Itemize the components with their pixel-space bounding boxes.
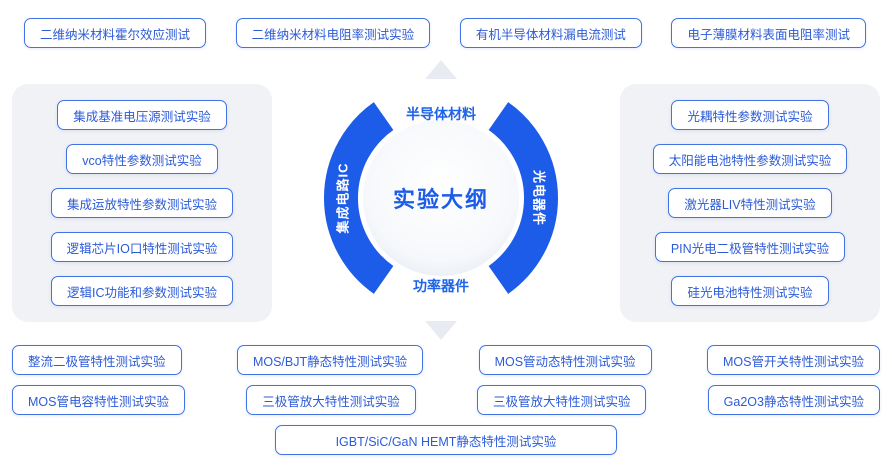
topic-box: 太阳能电池特性参数测试实验 (652, 144, 848, 174)
topic-label: 二维纳米材料电阻率测试实验 (251, 27, 415, 42)
center-title: 实验大纲 (392, 187, 490, 212)
topic-label: 逻辑芯片IO口特性测试实验 (66, 241, 218, 256)
topic-label: 二维纳米材料霍尔效应测试 (40, 27, 191, 42)
bottom-row-2: MOS管电容特性测试实验 三极管放大特性测试实验 三极管放大特性测试实验 Ga2… (12, 385, 880, 415)
topic-label: 整流二极管特性测试实验 (28, 354, 166, 369)
topic-box: MOS管开关特性测试实验 (706, 345, 880, 375)
topic-label: 电子薄膜材料表面电阻率测试 (687, 27, 850, 42)
topic-box: 集成基准电压源测试实验 (57, 100, 227, 130)
topic-box: 三极管放大特性测试实验 (246, 385, 416, 415)
topic-box: 有机半导体材料漏电流测试 (459, 18, 642, 48)
topic-label: 三极管放大特性测试实验 (262, 394, 400, 409)
topic-label: 太阳能电池特性参数测试实验 (668, 153, 832, 168)
topic-box: MOS管动态特性测试实验 (478, 345, 652, 375)
topic-label: 集成运放特性参数测试实验 (66, 197, 217, 212)
category-integrated-circuit: 集成电路IC (335, 162, 351, 234)
topic-box: PIN光电二极管特性测试实验 (654, 232, 846, 262)
topic-box: Ga2O3静态特性测试实验 (707, 385, 880, 415)
topic-box: MOS/BJT静态特性测试实验 (236, 345, 424, 375)
topic-label: MOS管开关特性测试实验 (722, 354, 864, 369)
category-power-devices: 功率器件 (413, 278, 469, 294)
topic-box: vco特性参数测试实验 (66, 144, 218, 174)
arrow-down-icon (425, 321, 457, 340)
topic-box: 光耦特性参数测试实验 (671, 100, 829, 130)
category-semiconductor-materials: 半导体材料 (406, 106, 476, 122)
center-hub: 半导体材料 集成电路IC 光电器件 功率器件 实验大纲 (321, 78, 561, 318)
topic-label: 集成基准电压源测试实验 (73, 109, 211, 124)
hub-inner-disc (363, 120, 519, 276)
topic-box: 三极管放大特性测试实验 (476, 385, 647, 415)
topic-label: 光耦特性参数测试实验 (687, 109, 813, 124)
topic-box: 电子薄膜材料表面电阻率测试 (671, 18, 866, 48)
topic-box: 激光器LIV特性测试实验 (668, 188, 832, 218)
arrow-up-icon (425, 60, 457, 79)
topic-label: PIN光电二极管特性测试实验 (670, 241, 830, 256)
topic-box: 逻辑IC功能和参数测试实验 (50, 276, 233, 306)
topic-label: Ga2O3静态特性测试实验 (723, 394, 864, 409)
topic-label: MOS管电容特性测试实验 (28, 394, 169, 409)
topic-box: MOS管电容特性测试实验 (12, 385, 185, 415)
topic-box: IGBT/SiC/GaN HEMT静态特性测试实验 (274, 425, 618, 455)
category-optoelectronic-devices: 光电器件 (531, 169, 547, 227)
topic-box: 逻辑芯片IO口特性测试实验 (50, 232, 234, 262)
topic-box: 二维纳米材料霍尔效应测试 (24, 18, 207, 48)
topic-box: 二维纳米材料电阻率测试实验 (235, 18, 431, 48)
right-arc (488, 102, 559, 294)
topic-label: MOS管动态特性测试实验 (494, 354, 636, 369)
topic-label: 激光器LIV特性测试实验 (684, 197, 816, 212)
topic-box: 集成运放特性参数测试实验 (50, 188, 233, 218)
topic-label: MOS/BJT静态特性测试实验 (252, 354, 408, 369)
topic-box: 整流二极管特性测试实验 (12, 345, 182, 375)
bottom-row-1: 整流二极管特性测试实验 MOS/BJT静态特性测试实验 MOS管动态特性测试实验… (12, 345, 880, 375)
topic-label: vco特性参数测试实验 (82, 153, 202, 168)
topic-label: IGBT/SiC/GaN HEMT静态特性测试实验 (335, 434, 557, 449)
left-arc (323, 102, 394, 294)
optoelectronic-panel: 光耦特性参数测试实验 太阳能电池特性参数测试实验 激光器LIV特性测试实验 PI… (620, 84, 880, 322)
top-row: 二维纳米材料霍尔效应测试 二维纳米材料电阻率测试实验 有机半导体材料漏电流测试 … (24, 18, 866, 48)
topic-box: 硅光电池特性测试实验 (671, 276, 829, 306)
integrated-circuit-panel: 集成基准电压源测试实验 vco特性参数测试实验 集成运放特性参数测试实验 逻辑芯… (12, 84, 272, 322)
topic-label: 硅光电池特性测试实验 (687, 285, 813, 300)
hub-ring-graphic (323, 102, 559, 294)
topic-label: 有机半导体材料漏电流测试 (475, 27, 626, 42)
bottom-row-3: IGBT/SiC/GaN HEMT静态特性测试实验 (0, 425, 892, 455)
topic-label: 逻辑IC功能和参数测试实验 (66, 285, 217, 300)
topic-label: 三极管放大特性测试实验 (492, 394, 631, 409)
